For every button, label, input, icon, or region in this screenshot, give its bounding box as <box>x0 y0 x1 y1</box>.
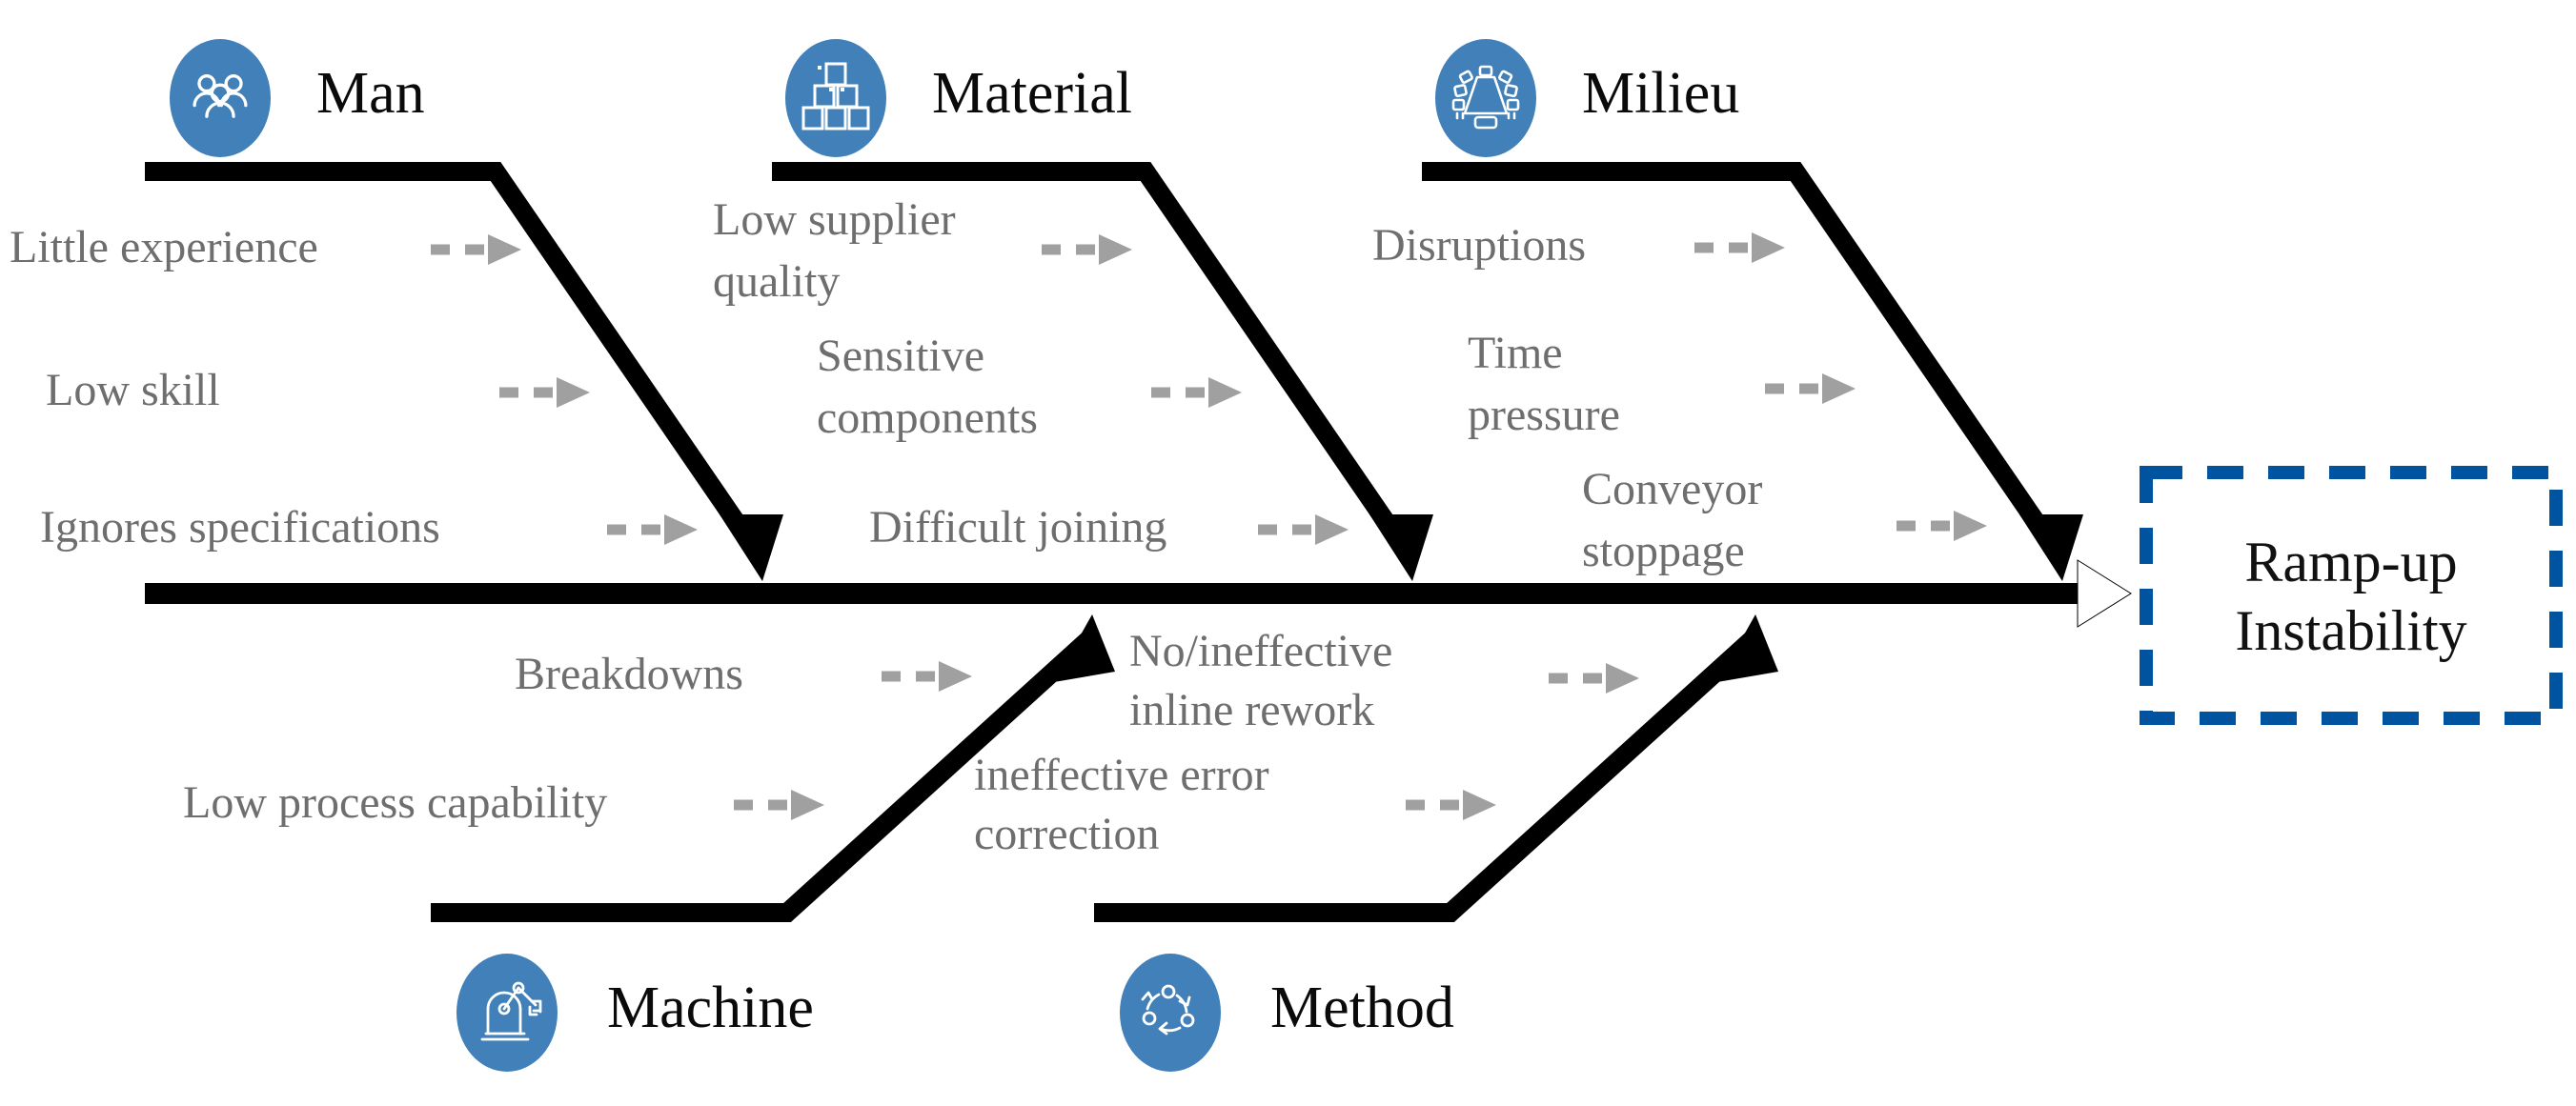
category-label-method: Method <box>1270 975 1454 1040</box>
effect-box-group[interactable]: Ramp-up Instability <box>2140 466 2563 725</box>
sub-arrow-time-pressure <box>1765 373 1856 404</box>
sub-arrow-low-process-capability <box>734 790 824 820</box>
sub-arrow-low-supplier-quality <box>1042 234 1132 265</box>
cause-little-experience: Little experience <box>10 222 318 272</box>
effect-box-border <box>2140 466 2563 725</box>
cause-no-ineffective-line2: inline rework <box>1129 685 1374 735</box>
branch-material[interactable]: Material Low supplier quality Sensitive … <box>713 39 1433 581</box>
branch-milieu-bone <box>1422 162 2071 566</box>
branch-material-arrowhead <box>1369 514 1433 581</box>
stacked-boxes-icon <box>785 39 886 157</box>
cause-ignores-specifications: Ignores specifications <box>40 502 440 553</box>
cause-low-skill: Low skill <box>46 365 220 415</box>
category-label-material: Material <box>932 61 1132 126</box>
branch-method-arrowhead <box>1717 614 1778 682</box>
category-label-man: Man <box>316 61 425 126</box>
sub-arrow-conveyor-stoppage <box>1897 511 1987 541</box>
sub-arrow-disruptions <box>1694 232 1785 263</box>
cause-sensitive-line2: components <box>817 392 1038 443</box>
sub-arrow-breakdowns <box>882 661 972 692</box>
branch-material-bone <box>772 162 1421 566</box>
sub-arrow-sensitive-components <box>1151 377 1242 408</box>
sub-arrow-ineffective-error-correction <box>1406 790 1496 820</box>
branch-machine-bone <box>431 629 1099 922</box>
cause-conveyor-stoppage-line2: stoppage <box>1582 526 1745 576</box>
cause-low-process-capability: Low process capability <box>183 777 607 828</box>
people-group-icon <box>170 39 271 157</box>
branch-man-arrowhead <box>720 514 783 581</box>
cause-time-pressure-line2: pressure <box>1468 390 1620 440</box>
robot-arm-icon <box>456 954 558 1072</box>
category-label-machine: Machine <box>607 975 814 1040</box>
spine-arrowhead <box>2077 559 2132 628</box>
cause-low-supplier-line1: Low supplier <box>713 194 956 245</box>
sub-arrow-little-experience <box>431 234 521 265</box>
sub-arrow-ignores-specifications <box>607 514 698 545</box>
cause-time-pressure-line1: Time <box>1468 328 1563 378</box>
effect-label-line2: Instability <box>2235 599 2466 662</box>
sub-arrow-difficult-joining <box>1258 514 1349 545</box>
sub-arrow-no-ineffective-inline-rework <box>1549 663 1639 694</box>
cause-sensitive-line1: Sensitive <box>817 331 984 381</box>
cause-conveyor-stoppage-line1: Conveyor <box>1582 464 1762 514</box>
meeting-table-icon <box>1435 39 1536 157</box>
branch-method-bone <box>1094 629 1762 922</box>
effect-label-line1: Ramp-up <box>2244 531 2457 593</box>
branch-man-bone <box>145 162 771 566</box>
category-label-milieu: Milieu <box>1582 61 1739 126</box>
sub-arrow-low-skill <box>499 377 590 408</box>
branch-man[interactable]: Man Little experience Low skill Ignores … <box>10 39 783 581</box>
cause-disruptions: Disruptions <box>1372 220 1586 271</box>
branch-machine[interactable]: Machine Breakdowns Low process capabilit… <box>183 614 1115 1072</box>
cause-no-ineffective-line1: No/ineffective <box>1129 626 1392 676</box>
branch-milieu[interactable]: Milieu Disruptions Time pressure Conveyo… <box>1372 39 2083 581</box>
branch-milieu-arrowhead <box>2019 514 2083 581</box>
cause-difficult-joining: Difficult joining <box>869 502 1166 553</box>
cause-ineffective-error-line2: correction <box>974 809 1160 859</box>
cycle-arrows-icon <box>1120 954 1221 1072</box>
cause-breakdowns: Breakdowns <box>515 649 743 699</box>
spine-group <box>145 559 2132 628</box>
cause-ineffective-error-line1: ineffective error <box>974 750 1269 800</box>
branch-method[interactable]: Method No/ineffective inline rework inef… <box>974 614 1778 1072</box>
branch-machine-arrowhead <box>1054 614 1115 682</box>
cause-low-supplier-line2: quality <box>713 256 840 307</box>
